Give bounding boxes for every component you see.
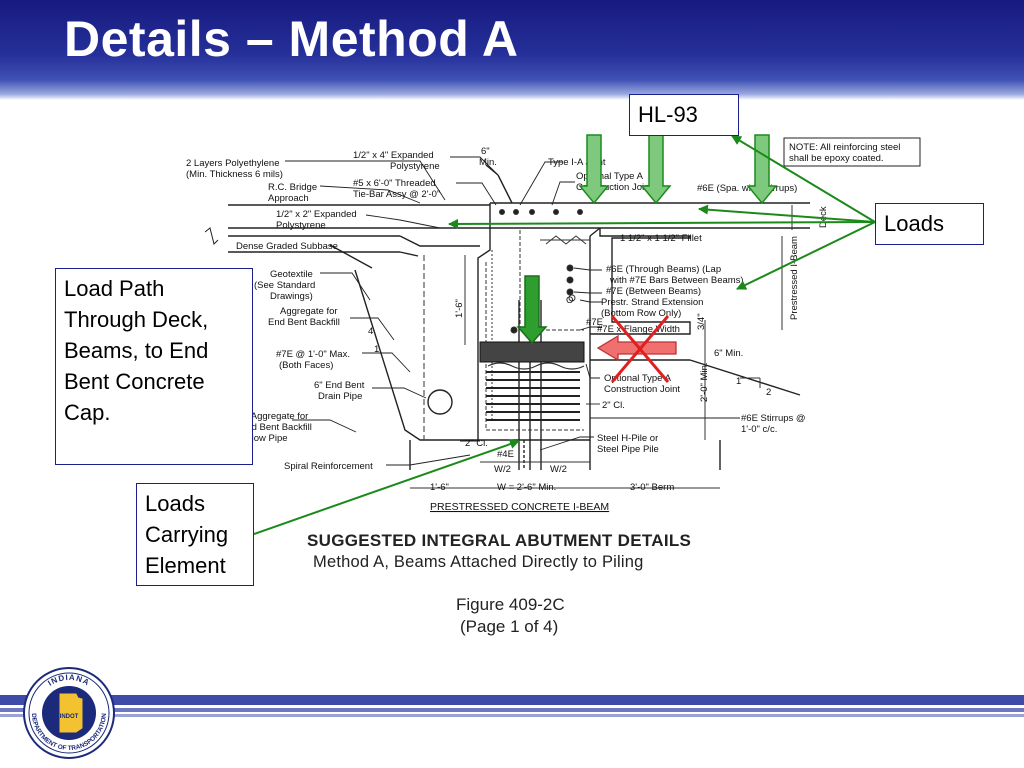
label-expanded-2: 1/2" x 2" Expanded bbox=[276, 209, 357, 220]
label-dense-graded: Dense Graded Subbase bbox=[236, 241, 338, 252]
label-optional-type-a: Optional Type A bbox=[576, 171, 644, 182]
label-through-beams-2: with #7E Bars Between Beams) bbox=[609, 275, 744, 286]
loads-callout-text: Loads bbox=[884, 211, 944, 236]
indot-seal-logo: INDIANA DEPARTMENT OF TRANSPORTATION IND… bbox=[23, 667, 115, 759]
caption-page: (Page 1 of 4) bbox=[460, 617, 558, 636]
label-drain: 6" End Bent bbox=[314, 380, 365, 391]
figure-caption: SUGGESTED INTEGRAL ABUTMENT DETAILS Meth… bbox=[307, 531, 691, 636]
label-optional-type-a-b-2: Construction Joint bbox=[604, 384, 680, 395]
label-geotextile-2: (See Standard bbox=[254, 280, 315, 291]
label-seven-e-max-2: (Both Faces) bbox=[279, 360, 333, 371]
label-polyethylene: 2 Layers Polyethylene bbox=[186, 158, 279, 169]
label-seven-e-small: #7E bbox=[586, 317, 603, 328]
load-path-callout-text: Load Path Through Deck, Beams, to End Be… bbox=[64, 276, 209, 425]
label-six-min-b: 6" Min. bbox=[714, 348, 743, 359]
label-geotextile: Geotextile bbox=[270, 269, 313, 280]
label-rc-bridge: R.C. Bridge bbox=[268, 182, 317, 193]
label-six-e-spa: #6E (Spa. with Stirrups) bbox=[697, 183, 797, 194]
label-strand-2: (Bottom Row Only) bbox=[601, 308, 681, 319]
label-tiebar-2: Tie-Bar Assy @ 2'-0" bbox=[353, 189, 440, 200]
caption-figure: Figure 409-2C bbox=[456, 595, 565, 614]
blocked-arrow-left-icon bbox=[596, 334, 677, 362]
label-prestressed-beam-vertical: Prestressed I-Beam bbox=[789, 236, 800, 320]
label-six-min: 6" bbox=[481, 146, 490, 157]
label-drain-2: Drain Pipe bbox=[318, 391, 362, 402]
hl93-load-arrows bbox=[578, 134, 778, 205]
load-arrow-down-icon bbox=[578, 134, 610, 205]
label-seven-e-max: #7E @ 1'-0" Max. bbox=[276, 349, 350, 360]
loads-carrying-callout-text: Loads Carrying Element bbox=[145, 491, 229, 578]
label-stirrups: #6E Stirrups @ bbox=[741, 413, 806, 424]
hl93-callout-text: HL-93 bbox=[638, 102, 698, 127]
label-w2-a: W/2 bbox=[494, 464, 511, 475]
label-three-quarter: 3/4" bbox=[696, 313, 707, 330]
label-strand: Prestr. Strand Extension bbox=[601, 297, 703, 308]
label-dim-16: 1'-6" bbox=[430, 482, 449, 493]
note-box: NOTE: All reinforcing steel shall be epo… bbox=[783, 137, 921, 167]
label-tiebar: #5 x 6'-0" Threaded bbox=[353, 178, 436, 189]
load-path-callout: Load Path Through Deck, Beams, to End Be… bbox=[55, 268, 253, 465]
seal-center-text: INDOT bbox=[60, 714, 79, 720]
load-path-arrow-icon bbox=[516, 275, 548, 345]
label-flange: #7E x Flange Width bbox=[597, 324, 680, 335]
label-agg6-3: Below Pipe bbox=[240, 433, 288, 444]
label-stirrups-2: 1'-0" c/c. bbox=[741, 424, 777, 435]
label-six-min-2: Min. bbox=[479, 157, 497, 168]
label-geotextile-3: Drawings) bbox=[270, 291, 313, 302]
label-through-beams: #6E (Through Beams) (Lap bbox=[606, 264, 721, 275]
label-slope-2: 2 bbox=[766, 387, 771, 398]
label-two-cl-b: 2" Cl. bbox=[465, 438, 488, 449]
label-spiral: Spiral Reinforcement bbox=[284, 461, 373, 472]
label-aggregate: Aggregate for bbox=[280, 306, 338, 317]
label-slope-1b: 1 bbox=[374, 344, 379, 355]
label-symbol-o: O bbox=[566, 295, 573, 306]
label-polyethylene-2: (Min. Thickness 6 mils) bbox=[186, 169, 283, 180]
caption-line-2: Method A, Beams Attached Directly to Pil… bbox=[313, 553, 644, 571]
label-dim-w: W = 2'-6" Min. bbox=[497, 482, 556, 493]
label-rc-bridge-2: Approach bbox=[268, 193, 309, 204]
caption-line-1: SUGGESTED INTEGRAL ABUTMENT DETAILS bbox=[307, 531, 691, 550]
note-line-1: NOTE: All reinforcing steel bbox=[789, 142, 900, 153]
label-w2-b: W/2 bbox=[550, 464, 567, 475]
label-deck: Deck bbox=[818, 206, 829, 228]
label-aggregate-2: End Bent Backfill bbox=[268, 317, 340, 328]
label-hpile-2: Steel Pipe Pile bbox=[597, 444, 659, 455]
label-fillet: 1 1/2" x 1 1/2" Fillet bbox=[620, 233, 702, 244]
label-optional-type-a-2: Construction Joint bbox=[576, 182, 652, 193]
label-expanded-4-2: Polystyrene bbox=[390, 161, 440, 172]
loads-pointer-arrows bbox=[253, 135, 876, 535]
label-between-beams: #7E (Between Beams) bbox=[606, 286, 701, 297]
title-bar: Details – Method A bbox=[0, 0, 1024, 100]
load-arrow-down-icon bbox=[746, 134, 778, 205]
drawing-labels: 2 Layers Polyethylene (Min. Thickness 6 … bbox=[186, 146, 829, 513]
load-arrow-down-icon bbox=[640, 134, 672, 205]
red-x-icon bbox=[610, 315, 670, 383]
loads-carrying-callout: Loads Carrying Element bbox=[136, 483, 254, 586]
label-slope-4: 4 bbox=[368, 326, 373, 337]
label-four-e: #4E bbox=[497, 449, 514, 460]
loads-callout: Loads bbox=[875, 203, 984, 245]
label-one-six-vertical: 1'-6" bbox=[454, 299, 465, 318]
slide-title: Details – Method A bbox=[64, 11, 519, 67]
label-hpile: Steel H-Pile or bbox=[597, 433, 658, 444]
label-expanded-4: 1/2" x 4" Expanded bbox=[353, 150, 434, 161]
footer-bars bbox=[0, 695, 1024, 717]
note-line-2: shall be epoxy coated. bbox=[789, 153, 884, 164]
label-slope-1: 1 bbox=[736, 376, 741, 387]
structure-linework bbox=[228, 164, 810, 470]
leader-lines bbox=[285, 156, 740, 466]
label-agg6: 6" Aggregate for bbox=[240, 411, 308, 422]
label-type-ia-joint: Type I-A Joint bbox=[548, 157, 606, 168]
label-beam-caption: PRESTRESSED CONCRETE I-BEAM bbox=[430, 501, 609, 513]
label-two-cl: 2" Cl. bbox=[602, 400, 625, 411]
label-dim-berm: 3'-0" Berm bbox=[630, 482, 674, 493]
blocked-horizontal-load bbox=[596, 315, 677, 383]
label-agg6-2: End Bent Backfill bbox=[240, 422, 312, 433]
label-two-zero-vertical: 2'-0" Min. bbox=[699, 362, 710, 402]
label-optional-type-a-b: Optional Type A bbox=[604, 373, 672, 384]
label-expanded-2-2: Polystyrene bbox=[276, 220, 326, 231]
hl93-callout: HL-93 bbox=[629, 94, 739, 136]
